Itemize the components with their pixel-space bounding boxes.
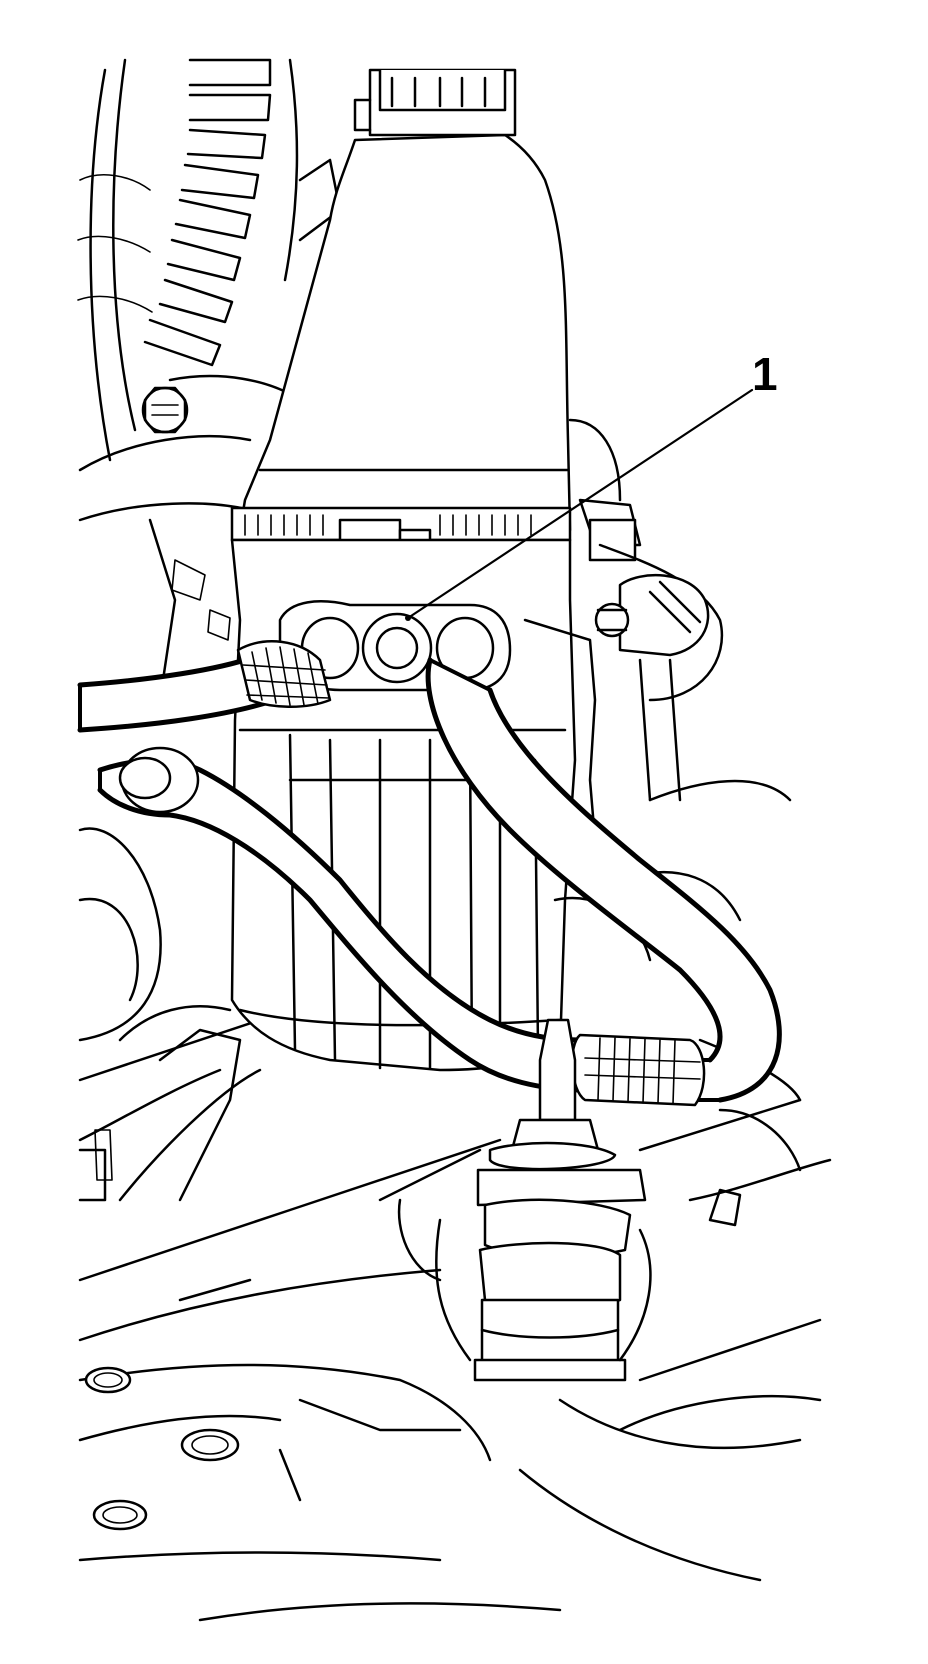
reservoir-cap — [353, 68, 517, 137]
subframe — [78, 1098, 832, 1622]
hose-ferrule-left — [236, 640, 332, 708]
callout-1-leader — [406, 388, 754, 620]
ribbed-housing — [143, 58, 342, 402]
hose-ferrule-lower — [570, 1033, 706, 1107]
callout-1: 1 — [405, 348, 778, 621]
washers — [84, 1366, 240, 1531]
lower-fitting-stud — [397, 1018, 652, 1382]
right-side-mount — [568, 418, 802, 1172]
engine-bay-background — [77, 58, 262, 1202]
bolt-head-upper-left — [141, 386, 189, 434]
callout-1-label: 1 — [752, 348, 778, 400]
callout-1-target-dot — [405, 615, 411, 621]
fluid-reservoir — [238, 68, 572, 532]
hose-connector-block — [278, 600, 512, 692]
hoses — [77, 640, 782, 1107]
